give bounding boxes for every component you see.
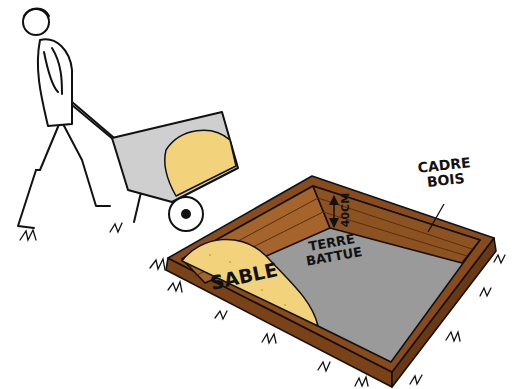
grass-tuft: [110, 223, 122, 232]
leader-line: [428, 204, 444, 232]
wheelbarrow-wheel: [169, 197, 203, 231]
grass-tuft: [150, 259, 165, 270]
wheelbarrow-tray: [112, 112, 238, 202]
sand-dot: [284, 304, 286, 306]
sand-dot: [209, 254, 211, 256]
sand-label: SABLE: [197, 257, 291, 297]
frame-label: CADRE BOIS: [411, 155, 480, 193]
grass-tuft: [318, 362, 330, 371]
worker-thigh: [36, 122, 60, 170]
beaten-earth-floor: [182, 186, 480, 362]
grass-tuft: [168, 282, 182, 292]
grass-tuft: [355, 377, 368, 386]
grass-tuft: [480, 288, 491, 296]
sand-dot: [261, 289, 263, 291]
sand-load: [165, 130, 236, 196]
worker-arm: [44, 52, 58, 92]
worker-leg: [18, 170, 36, 228]
worker-head: [23, 9, 49, 35]
worker: [18, 9, 110, 229]
dimension-arrow: [333, 196, 335, 227]
sand-dot: [229, 261, 231, 263]
grass-tuft: [215, 311, 227, 319]
grass-tuft: [20, 230, 36, 240]
wheelbarrow: [58, 90, 238, 231]
grass-tuft: [494, 255, 505, 263]
sand-pile: [182, 239, 318, 326]
frame-rim: [168, 176, 494, 372]
grass-tuft: [262, 334, 276, 343]
wooden-frame: [166, 176, 496, 387]
worker-leg: [62, 122, 110, 206]
floor-label: TERRE BATTUE: [298, 230, 368, 270]
wheel-hub: [182, 210, 190, 218]
grass-tuft: [410, 375, 422, 384]
grass-tuft: [446, 332, 460, 341]
worker-torso: [38, 39, 72, 126]
worker-hair: [24, 9, 49, 17]
dimension-label: 40CM: [340, 186, 352, 234]
